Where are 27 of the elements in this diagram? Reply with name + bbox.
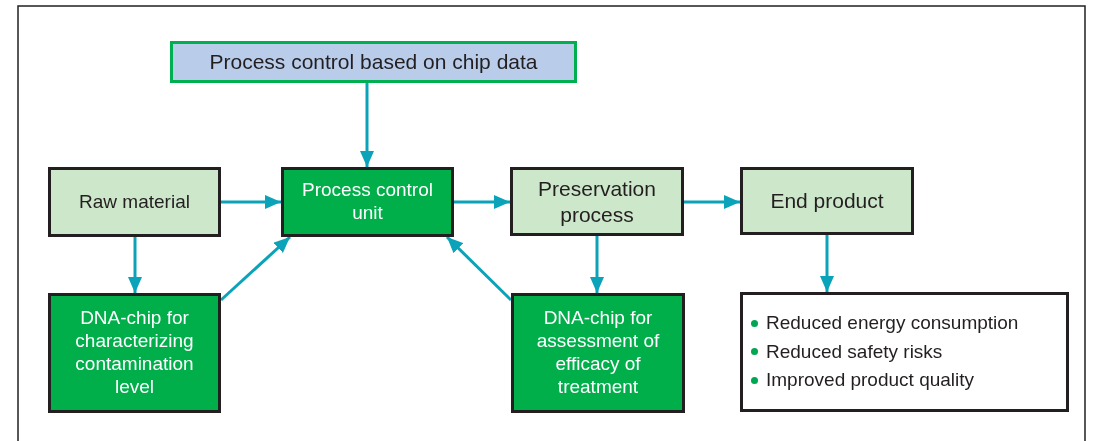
arrow — [590, 236, 604, 293]
arrow — [360, 83, 374, 167]
arrow — [820, 235, 834, 292]
process-box — [281, 167, 454, 237]
list-box — [740, 292, 1069, 412]
process-box — [48, 293, 221, 413]
node-label: Process control based on chip data — [209, 49, 538, 75]
arrow — [454, 195, 510, 209]
arrow — [684, 195, 740, 209]
process-box — [48, 167, 221, 237]
process-box — [510, 167, 684, 236]
node-label: End product — [770, 188, 884, 214]
header-box — [170, 41, 577, 83]
list-item: Reduced safety risks — [766, 340, 943, 364]
node-label: Process control unit — [301, 179, 434, 225]
node-label: DNA-chip for assessment of efficacy of treatment — [535, 307, 661, 399]
node-label: Raw material — [79, 190, 190, 214]
arrow — [128, 237, 142, 293]
node-label: Preservation process — [537, 176, 657, 227]
list-item: Improved product quality — [766, 369, 975, 393]
list-item: Reduced energy consumption — [766, 311, 1019, 335]
process-box — [511, 293, 685, 413]
node-label: DNA-chip for characterizing contamination level — [74, 307, 195, 399]
arrow — [220, 235, 291, 302]
arrow — [445, 235, 513, 302]
arrow — [221, 195, 281, 209]
process-box — [740, 167, 914, 235]
